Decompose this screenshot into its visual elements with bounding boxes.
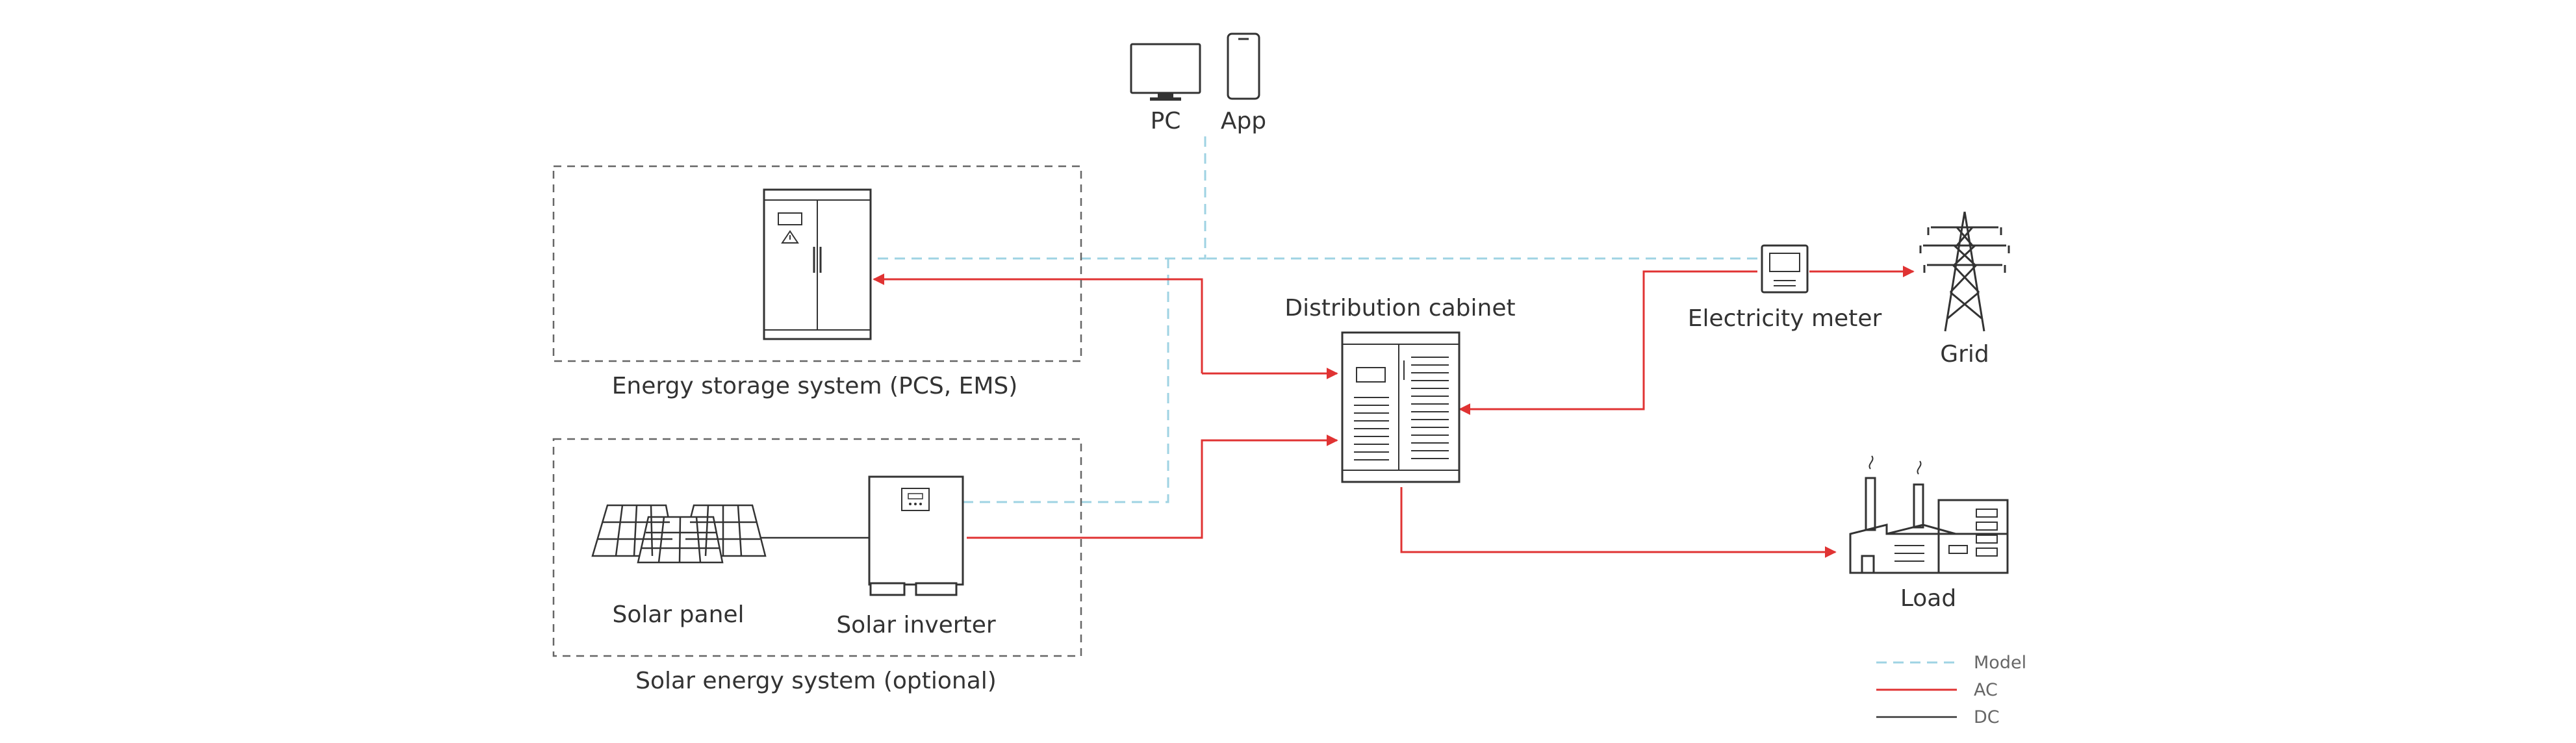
legend-ac-label: AC — [1974, 680, 1998, 700]
load-label: Load — [1900, 585, 1956, 612]
ac-line-meter-to-cabinet — [1459, 270, 1757, 415]
legend-model-label: Model — [1974, 653, 2026, 673]
energy-storage-box — [552, 165, 1082, 362]
transmission-tower-icon — [1919, 211, 2010, 332]
grid-label: Grid — [1940, 341, 1989, 368]
storage-cabinet-icon — [763, 188, 872, 340]
distribution-cabinet-label: Distribution cabinet — [1284, 295, 1515, 321]
ac-line-inverter-to-cabinet — [967, 434, 1338, 539]
electricity-meter-icon — [1761, 244, 1809, 294]
solar-panel-icon — [591, 504, 767, 564]
solar-inverter-label: Solar inverter — [836, 612, 996, 638]
solar-panel-label: Solar panel — [612, 601, 744, 628]
solar-system-box — [552, 438, 1082, 657]
solar-system-label: Solar energy system (optional) — [635, 668, 997, 694]
distribution-cabinet-icon — [1341, 331, 1460, 483]
ac-line-cabinet-to-load — [1400, 487, 1837, 558]
monitor-icon — [1130, 43, 1201, 101]
legend-dc-label: DC — [1974, 707, 2000, 727]
pc-label: PC — [1151, 108, 1181, 134]
model-line-app-to-ess — [874, 136, 1206, 260]
factory-icon — [1849, 455, 2009, 574]
model-line-inverter — [963, 258, 1169, 503]
solar-inverter-icon — [868, 475, 964, 596]
smartphone-icon — [1227, 32, 1260, 100]
ac-line-cabinet-to-ess — [873, 273, 1203, 373]
energy-storage-label: Energy storage system (PCS, EMS) — [612, 373, 1018, 399]
legend: Model AC DC — [1876, 653, 2026, 727]
app-label: App — [1221, 108, 1266, 134]
electricity-meter-label: Electricity meter — [1688, 305, 1882, 332]
